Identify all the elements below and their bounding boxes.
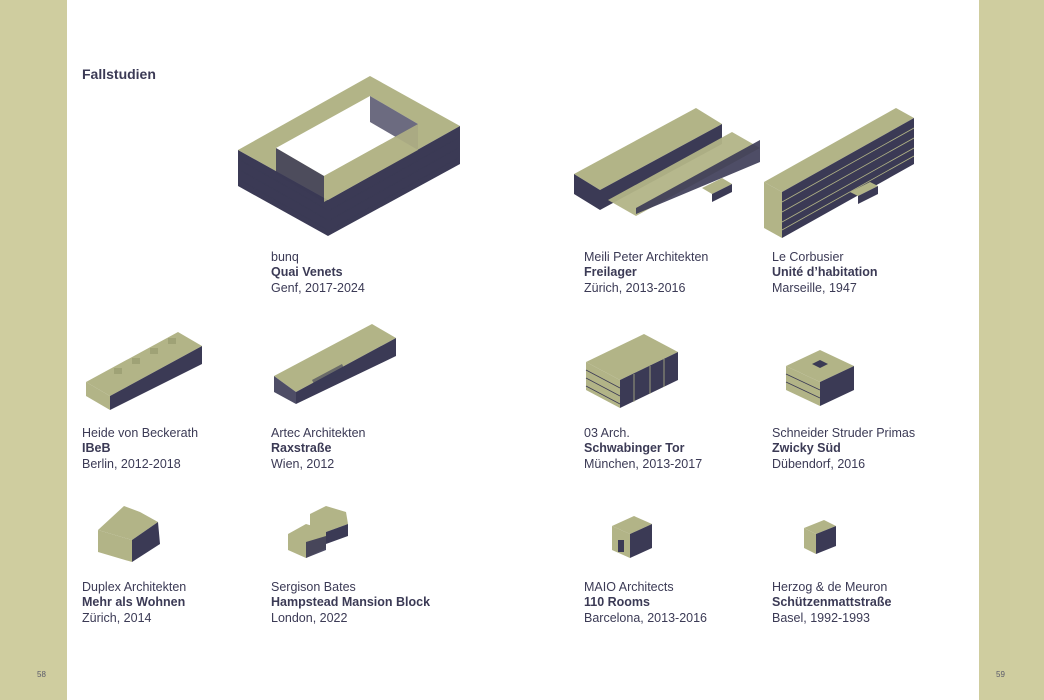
case-study-caption: Duplex Architekten Mehr als Wohnen Züric… [82,580,186,626]
architect-name: MAIO Architects [584,580,674,594]
architect-name: Artec Architekten [271,426,366,440]
case-study-caption: Sergison Bates Hampstead Mansion Block L… [271,580,430,626]
case-study-caption: Artec Architekten Raxstraße Wien, 2012 [271,426,366,472]
project-place: Basel, 1992-1993 [772,610,870,625]
case-study-caption: 03 Arch. Schwabinger Tor München, 2013-2… [584,426,702,472]
project-place: Dübendorf, 2016 [772,456,866,471]
wedge-bar-icon [274,324,396,404]
double-slab-icon [574,108,760,216]
irregular-block-icon [98,506,160,562]
project-place: Genf, 2017-2024 [271,280,365,295]
stepped-bar-icon [86,332,202,410]
long-slab-icon [764,108,915,238]
project-name: Mehr als Wohnen [82,595,186,610]
project-name: Quai Venets [271,265,343,280]
project-name: Zwicky Süd [772,441,841,456]
project-place: Berlin, 2012-2018 [82,456,181,471]
case-study-caption: bunq Quai Venets Genf, 2017-2024 [271,250,365,296]
project-name: Raxstraße [271,441,332,456]
page-number-left: 58 [37,670,46,679]
page-spread [67,0,979,700]
project-place: Marseille, 1947 [772,280,857,295]
project-place: Wien, 2012 [271,456,335,471]
project-place: Barcelona, 2013-2016 [584,610,708,625]
small-block-icon [612,516,652,558]
architect-name: Meili Peter Architekten [584,250,709,264]
architect-name: Sergison Bates [271,580,356,594]
architect-name: Le Corbusier [772,250,844,264]
project-name: Hampstead Mansion Block [271,595,431,610]
case-study-caption: Herzog & de Meuron Schützenmattstraße Ba… [772,580,891,626]
perimeter-block-icon [238,76,460,236]
mansion-cluster-icon [288,506,348,558]
page-title: Fallstudien [82,66,156,82]
narrow-tower-icon [804,520,836,554]
project-place: London, 2022 [271,610,348,625]
architect-name: bunq [271,250,299,264]
project-name: Freilager [584,265,637,280]
architect-name: Schneider Struder Primas [772,426,916,440]
project-place: München, 2013-2017 [584,456,703,471]
case-study-caption: Heide von Beckerath IBeB Berlin, 2012-20… [82,426,198,472]
project-name: Schwabinger Tor [584,441,685,456]
block-icon [585,334,678,408]
project-place: Zürich, 2013-2016 [584,280,686,295]
case-study-caption: Schneider Struder Primas Zwicky Süd Dübe… [772,426,915,472]
page-number-right: 59 [996,670,1005,679]
architect-name: Heide von Beckerath [82,426,199,440]
project-place: Zürich, 2014 [82,610,152,625]
architect-name: Duplex Architekten [82,580,187,594]
project-name: IBeB [82,441,111,456]
case-study-caption: Meili Peter Architekten Freilager Zürich… [584,250,708,296]
project-name: Unité d’habitation [772,265,878,280]
project-name: Schützenmattstraße [772,595,892,610]
project-name: 110 Rooms [584,595,651,610]
architect-name: Herzog & de Meuron [772,580,888,594]
architect-name: 03 Arch. [584,426,630,440]
case-study-caption: MAIO Architects 110 Rooms Barcelona, 201… [584,580,707,626]
case-study-caption: Le Corbusier Unité d’habitation Marseill… [772,250,878,296]
courtyard-cube-icon [785,350,854,406]
